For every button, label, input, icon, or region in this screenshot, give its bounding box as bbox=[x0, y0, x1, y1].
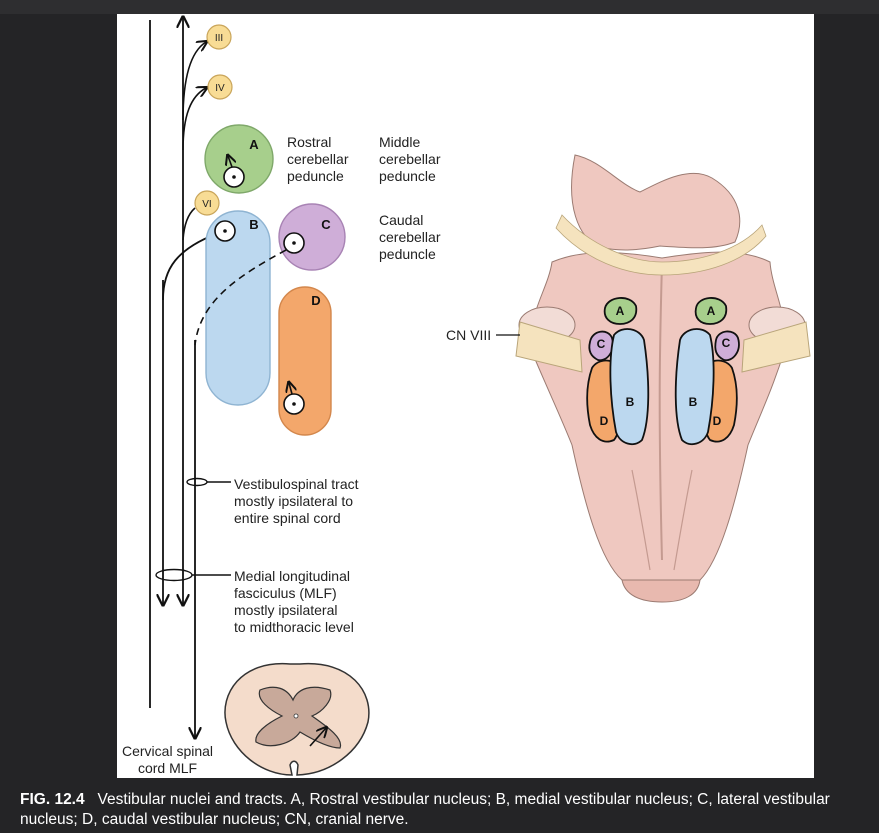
caudal-peduncle-label: Caudal cerebellar peduncle bbox=[379, 212, 441, 262]
bs-label-b-left: B bbox=[626, 395, 635, 409]
nucleus-d-letter: D bbox=[311, 293, 320, 308]
brainstem-illustration: A C D B A C D B bbox=[496, 154, 811, 603]
right-a-right bbox=[694, 297, 728, 325]
vestibulospinal-marker bbox=[186, 477, 208, 487]
branch-to-iv bbox=[182, 88, 206, 151]
bs-label-c-right: C bbox=[722, 336, 731, 350]
right-b-right bbox=[674, 328, 715, 446]
branch-to-iii bbox=[182, 42, 206, 121]
mlf-marker bbox=[155, 568, 193, 582]
figure-caption: FIG. 12.4 Vestibular nuclei and tracts. … bbox=[20, 790, 870, 830]
nucleus-b-letter: B bbox=[249, 217, 258, 232]
branch-to-vi bbox=[182, 207, 196, 241]
bs-label-c-left: C bbox=[597, 337, 606, 351]
nucleus-b-shape bbox=[205, 210, 271, 406]
right-c-right bbox=[714, 330, 740, 362]
caption-text: Vestibular nuclei and tracts. A, Rostral… bbox=[20, 791, 830, 828]
nucleus-a-shape bbox=[204, 124, 274, 194]
top-bar bbox=[0, 0, 879, 14]
caption-fig-label: FIG. 12.4 bbox=[20, 791, 85, 808]
bs-label-b-right: B bbox=[689, 395, 698, 409]
rostral-peduncle-label: Rostral cerebellar peduncle bbox=[287, 134, 349, 184]
bs-label-a-right: A bbox=[707, 304, 716, 318]
middle-peduncle-label: Middle cerebellar peduncle bbox=[379, 134, 441, 184]
vestibulospinal-label: Vestibulospinal tract mostly ipsilateral… bbox=[234, 476, 359, 526]
nerve-iv-label: IV bbox=[215, 83, 225, 94]
right-b-left bbox=[609, 328, 650, 446]
nucleus-d-shape bbox=[278, 286, 332, 436]
mlf-label: Medial longitudinal fasciculus (MLF) mos… bbox=[234, 568, 354, 635]
bs-label-d-left: D bbox=[600, 414, 609, 428]
cn8-label: CN VIII bbox=[446, 327, 492, 343]
nerve-iii-circle bbox=[206, 24, 232, 50]
right-a-left bbox=[603, 297, 638, 325]
nucleus-c-letter: C bbox=[321, 217, 331, 232]
nerve-iv-circle bbox=[207, 74, 233, 100]
cervical-label: Cervical spinal cord MLF bbox=[122, 743, 214, 776]
nerve-vi-label: VI bbox=[202, 199, 211, 210]
nucleus-a-letter: A bbox=[249, 137, 259, 152]
bs-label-d-right: D bbox=[713, 414, 722, 428]
right-c-left bbox=[588, 330, 614, 362]
bs-label-a-left: A bbox=[616, 304, 625, 318]
nerve-iii-label: III bbox=[215, 33, 223, 44]
vestibulospinal-dashed bbox=[194, 249, 287, 346]
nerve-vi-circle bbox=[194, 190, 220, 216]
